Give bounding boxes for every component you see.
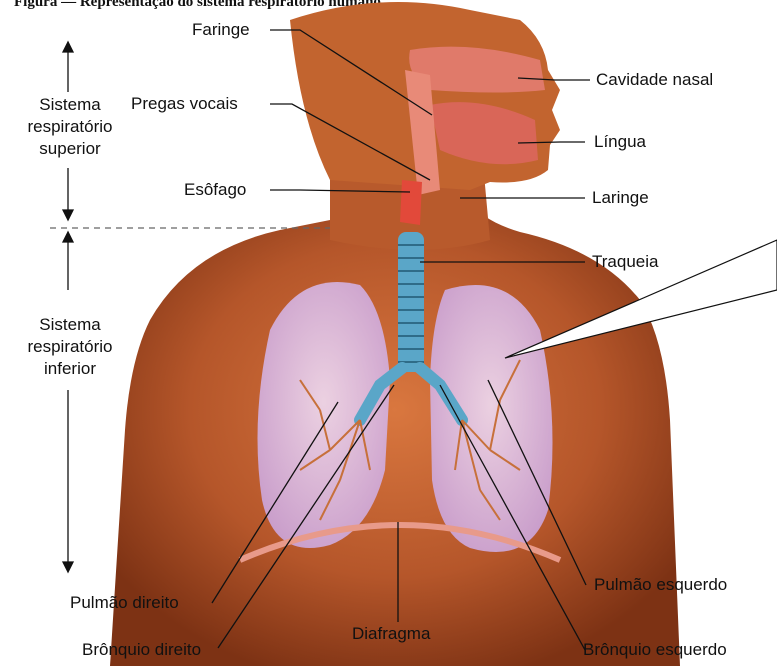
label-pulmao-direito: Pulmão direito — [70, 593, 179, 613]
trachea — [398, 232, 424, 372]
label-traqueia: Traqueia — [592, 252, 658, 272]
label-diafragma: Diafragma — [352, 624, 430, 644]
upper-respiratory-region-label: Sistema respiratório superior — [5, 94, 135, 160]
label-esofago: Esôfago — [184, 180, 246, 200]
right-lung — [258, 282, 391, 548]
label-faringe: Faringe — [192, 20, 250, 40]
label-pregas-vocais: Pregas vocais — [131, 94, 238, 114]
label-bronquio-direito: Brônquio direito — [82, 640, 201, 660]
label-bronquio-esquerdo: Brônquio esquerdo — [583, 640, 727, 660]
left-lung — [430, 285, 553, 552]
label-lingua: Língua — [594, 132, 646, 152]
label-laringe: Laringe — [592, 188, 649, 208]
lower-respiratory-region-label: Sistema respiratório inferior — [5, 314, 135, 380]
label-cavidade-nasal: Cavidade nasal — [596, 70, 713, 90]
esophagus-shape — [400, 180, 422, 225]
label-pulmao-esquerdo: Pulmão esquerdo — [594, 575, 727, 595]
